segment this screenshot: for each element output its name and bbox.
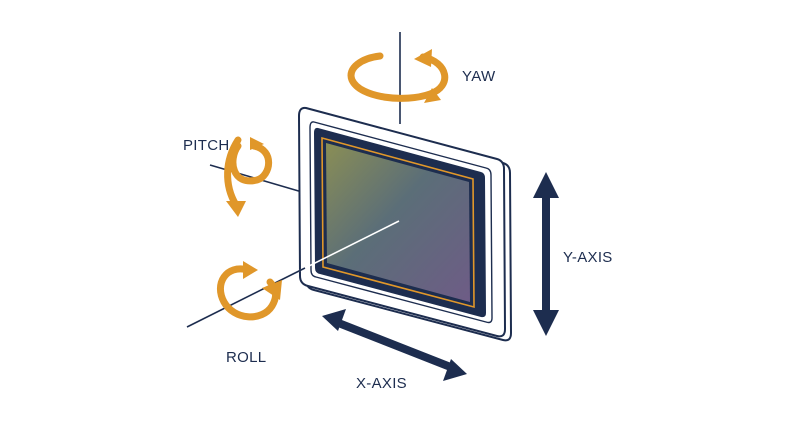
sensor-surface: [326, 143, 470, 302]
y-axis-double-arrow-icon: [533, 172, 559, 336]
pitch-label: PITCH: [183, 137, 230, 154]
roll-axis-line-outer: [186, 267, 306, 328]
camera-sensor: [297, 106, 513, 342]
y-axis-label: Y-AXIS: [563, 249, 613, 266]
roll-rotation-arrow-icon: [216, 261, 282, 321]
sensor-gold-border: [321, 136, 475, 309]
roll-label: ROLL: [226, 349, 266, 366]
x-axis-double-arrow-icon: [322, 309, 467, 381]
pitch-rotation-arrow-icon: [224, 136, 273, 217]
yaw-label: YAW: [462, 68, 496, 85]
x-axis-label: X-AXIS: [356, 375, 407, 392]
yaw-rotation-arrow-icon: [347, 49, 449, 103]
